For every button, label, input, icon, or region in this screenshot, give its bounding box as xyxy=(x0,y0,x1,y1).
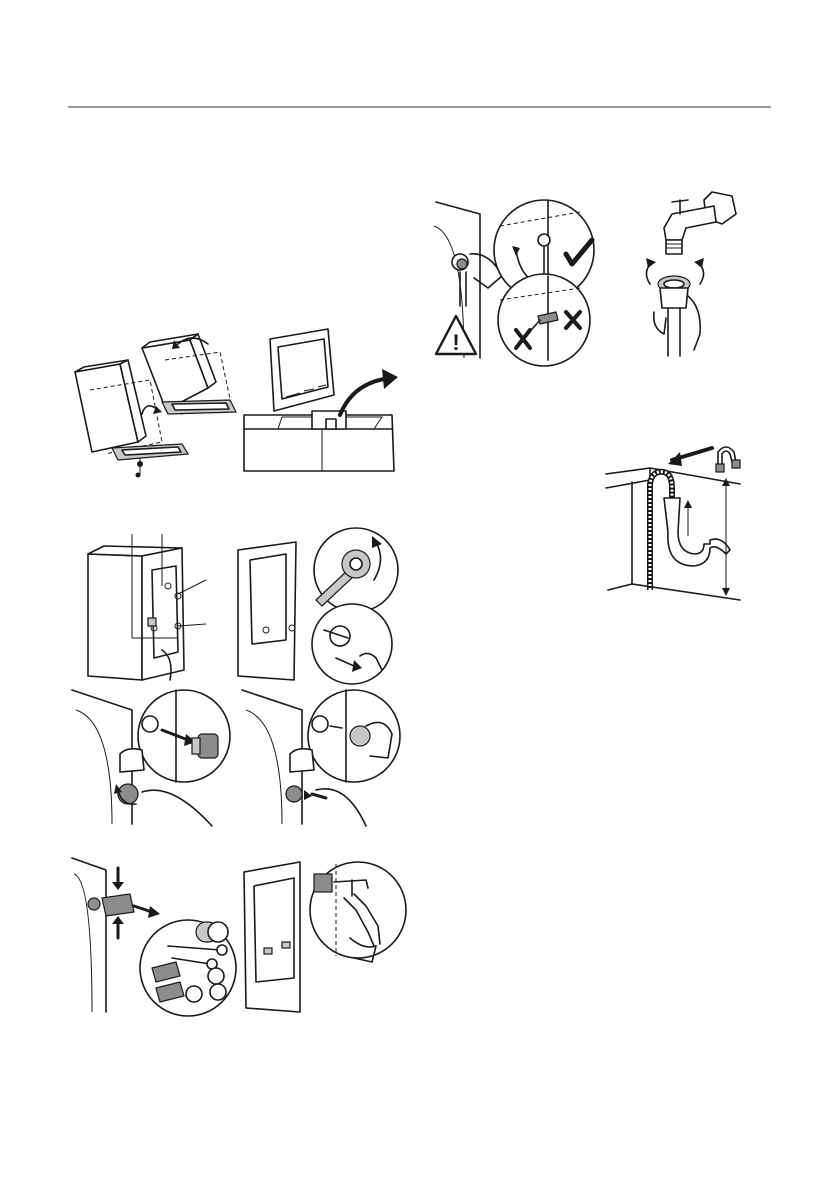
figure-packaging-removal xyxy=(70,330,240,480)
figure-drain-hose-height xyxy=(606,440,756,610)
drain-hose-icon xyxy=(606,440,756,610)
bolt-icon xyxy=(72,850,242,1015)
inlet-hose-icon: ! xyxy=(430,196,605,361)
figure-remove-spacer-left xyxy=(72,686,232,826)
figure-bolt-kit xyxy=(72,850,242,1015)
figure-tap-connect xyxy=(632,188,742,358)
figure-top-lid-open xyxy=(242,325,402,475)
spacer-icon xyxy=(242,686,402,826)
tap-icon xyxy=(632,188,742,358)
figure-remove-spacer-right xyxy=(242,686,402,826)
figure-unscrew-bolts xyxy=(236,520,406,690)
figure-inlet-hose-connect: ! xyxy=(430,196,605,361)
appliance-tilt-icon xyxy=(70,330,240,480)
plastic-cap-icon xyxy=(208,922,228,942)
figure-transit-bolts-rear xyxy=(82,530,212,685)
open-lid-icon xyxy=(242,325,402,475)
bolt-callout-icon xyxy=(82,530,212,685)
spanner-icon xyxy=(236,520,406,690)
figure-hose-clip xyxy=(244,850,409,1015)
pliers-icon xyxy=(244,850,409,1015)
curved-arrow-icon xyxy=(340,379,384,415)
top-divider-rule xyxy=(68,106,771,108)
spacer-icon xyxy=(72,686,232,826)
warning-symbol: ! xyxy=(452,330,459,355)
